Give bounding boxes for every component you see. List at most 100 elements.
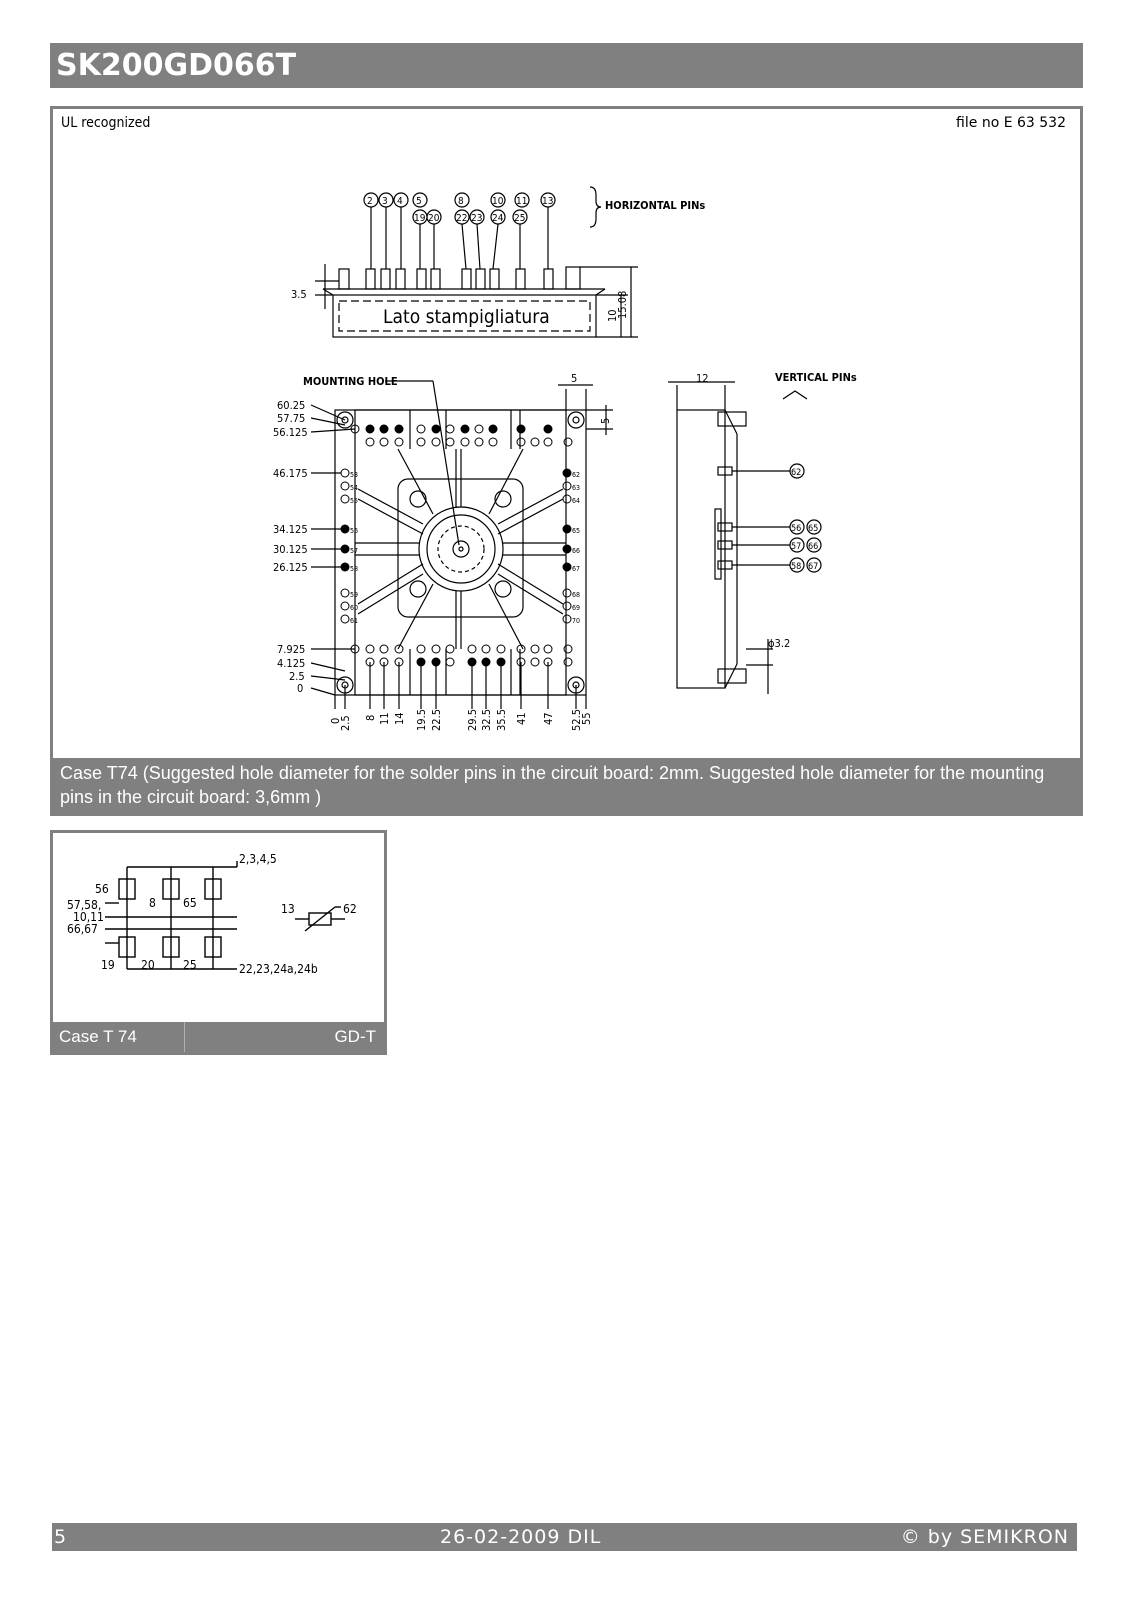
svg-text:4: 4 — [397, 196, 403, 207]
page-title: SK200GD066T — [50, 43, 1083, 88]
footer-copyright: © by SEMIKRON — [900, 1526, 1069, 1548]
svg-text:65: 65 — [808, 524, 818, 534]
svg-text:32.5: 32.5 — [480, 709, 493, 731]
svg-text:46.175: 46.175 — [273, 467, 308, 480]
file-number-label: file no E 63 532 — [956, 115, 1066, 131]
svg-text:58: 58 — [791, 562, 801, 572]
svg-text:67: 67 — [572, 565, 580, 573]
svg-text:5: 5 — [416, 196, 422, 207]
svg-text:10: 10 — [606, 309, 619, 322]
svg-text:57.75: 57.75 — [277, 412, 305, 425]
svg-text:10: 10 — [492, 196, 504, 207]
svg-text:12: 12 — [696, 372, 709, 385]
svg-text:64: 64 — [572, 497, 580, 505]
svg-text:8: 8 — [364, 715, 377, 721]
svg-text:11: 11 — [378, 712, 391, 725]
circuit-schematic: 2,3,4,5 56 57,58, 10,11 66,67 8 65 19 20… — [67, 852, 357, 976]
svg-text:53: 53 — [350, 471, 358, 479]
svg-text:0: 0 — [297, 682, 303, 695]
svg-text:65: 65 — [572, 527, 580, 535]
marking-side-label: Lato stampigliatura — [383, 306, 550, 328]
svg-text:14: 14 — [393, 712, 406, 725]
page-number: 5 — [54, 1526, 68, 1548]
svg-text:26.125: 26.125 — [273, 561, 308, 574]
schematic-label-19: 19 — [101, 958, 115, 972]
svg-text:22: 22 — [456, 213, 467, 224]
svg-text:35.5: 35.5 — [495, 709, 508, 731]
svg-text:55: 55 — [350, 497, 358, 505]
svg-text:20: 20 — [428, 213, 440, 224]
svg-text:70: 70 — [572, 617, 580, 625]
svg-text:52.5: 52.5 — [570, 709, 583, 731]
caption-divider — [184, 1022, 185, 1052]
svg-text:19: 19 — [414, 213, 426, 224]
svg-text:22.5: 22.5 — [430, 709, 443, 731]
schematic-label-bottom: 22,23,24a,24b — [239, 962, 318, 976]
svg-text:58: 58 — [350, 565, 358, 573]
svg-text:62: 62 — [791, 468, 801, 478]
schematic-label-top: 2,3,4,5 — [239, 852, 277, 866]
schematic-label-8: 8 — [149, 896, 156, 910]
case-drawing-caption: Case T74 (Suggested hole diameter for th… — [53, 758, 1080, 813]
footer-date: 26-02-2009 DIL — [440, 1526, 602, 1548]
schematic-panel: 2,3,4,5 56 57,58, 10,11 66,67 8 65 19 20… — [50, 830, 387, 1055]
svg-text:23: 23 — [471, 213, 482, 224]
svg-text:57: 57 — [350, 547, 358, 555]
svg-text:68: 68 — [572, 591, 580, 599]
svg-text:2: 2 — [367, 196, 373, 207]
ul-recognized-label: UL recognized — [61, 115, 151, 131]
svg-text:3.5: 3.5 — [291, 288, 307, 301]
svg-text:ϕ3.2: ϕ3.2 — [768, 637, 790, 650]
svg-text:4.125: 4.125 — [277, 657, 305, 670]
mounting-hole-label: MOUNTING HOLE — [303, 375, 398, 388]
svg-text:66: 66 — [808, 542, 818, 552]
svg-text:60.25: 60.25 — [277, 399, 305, 412]
svg-text:8: 8 — [458, 196, 464, 207]
case-type-label: Case T 74 — [59, 1027, 137, 1046]
svg-text:63: 63 — [572, 484, 580, 492]
svg-text:7.925: 7.925 — [277, 643, 305, 656]
schematic-label-10: 10,11 — [73, 910, 104, 924]
case-drawing-panel: UL recognized file no E 63 532 — [50, 106, 1083, 816]
svg-text:5: 5 — [571, 372, 577, 385]
vertical-pins-label: VERTICAL PINs — [775, 371, 857, 384]
svg-text:30.125: 30.125 — [273, 543, 308, 556]
svg-text:47: 47 — [542, 712, 555, 725]
svg-text:67: 67 — [808, 562, 818, 572]
svg-text:11: 11 — [516, 196, 527, 207]
svg-text:56: 56 — [791, 524, 801, 534]
svg-text:56.125: 56.125 — [273, 426, 308, 439]
schematic-label-65: 65 — [183, 896, 197, 910]
svg-text:29.5: 29.5 — [466, 709, 479, 731]
ntc-label-62: 62 — [343, 902, 357, 916]
topology-label: GD-T — [334, 1027, 376, 1046]
horizontal-pins-label: HORIZONTAL PINs — [605, 199, 705, 212]
svg-text:57: 57 — [791, 542, 801, 552]
svg-text:2.5: 2.5 — [339, 715, 352, 731]
svg-text:24: 24 — [492, 213, 504, 224]
svg-text:25: 25 — [514, 213, 525, 224]
svg-text:0: 0 — [329, 718, 342, 724]
svg-text:55: 55 — [580, 712, 593, 725]
svg-text:5: 5 — [599, 418, 612, 424]
svg-text:62: 62 — [572, 471, 580, 479]
svg-text:13: 13 — [542, 196, 553, 207]
svg-text:2.5: 2.5 — [289, 670, 305, 683]
schematic-label-66: 66,67 — [67, 922, 98, 936]
svg-text:41: 41 — [515, 712, 528, 725]
svg-text:34.125: 34.125 — [273, 523, 308, 536]
schematic-label-57: 57,58, — [67, 898, 101, 912]
page-footer: 5 26-02-2009 DIL © by SEMIKRON — [52, 1523, 1077, 1551]
schematic-label-25: 25 — [183, 958, 197, 972]
svg-text:56: 56 — [350, 527, 358, 535]
svg-text:54: 54 — [350, 484, 358, 492]
svg-text:66: 66 — [572, 547, 580, 555]
schematic-caption: Case T 74 GD-T — [53, 1022, 384, 1052]
svg-text:59: 59 — [350, 591, 358, 599]
svg-text:3: 3 — [382, 196, 388, 207]
svg-text:15.08: 15.08 — [616, 291, 629, 319]
ntc-label-13: 13 — [281, 902, 295, 916]
svg-text:61: 61 — [350, 617, 358, 625]
svg-text:60: 60 — [350, 604, 358, 612]
